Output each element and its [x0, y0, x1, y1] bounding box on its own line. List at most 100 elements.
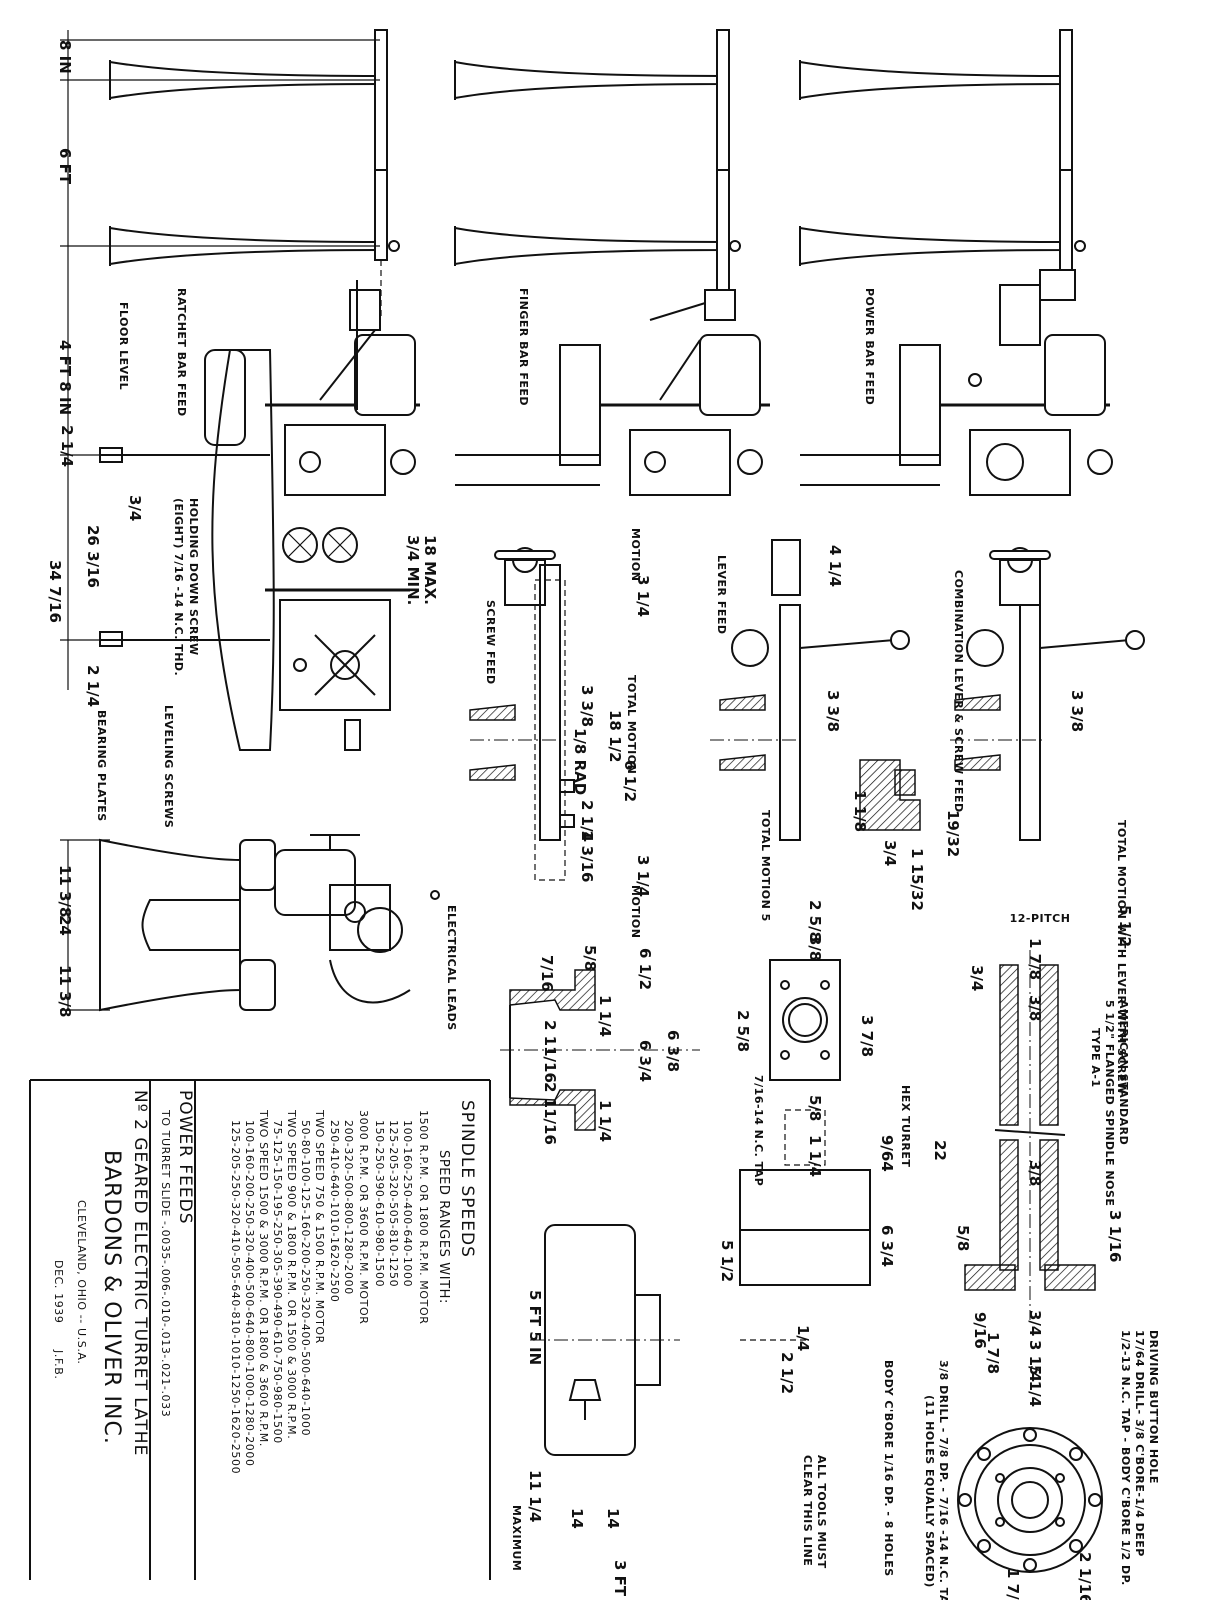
lathe-plan-view-ratchet	[99, 280, 420, 751]
dim-1-1-4-c: 1 1/4	[806, 1135, 824, 1177]
dim-3ft: 3 FT	[611, 1560, 629, 1597]
spindle-speeds-heading: SPINDLE SPEEDS	[457, 1100, 477, 1258]
dim-5-8-b: 5/8	[806, 1095, 824, 1121]
bearing-plates-label: BEARING PLATES	[95, 710, 108, 822]
dim-6-3-4-b: 6 3/4	[878, 1225, 896, 1267]
speed-line: 250-410-640-1010-1620-2500	[328, 1120, 341, 1302]
dim-1-4: 1/4	[794, 1325, 812, 1351]
lathe-plan-view-finger	[455, 289, 770, 496]
total-motion-lever-screw-label: TOTAL MOTION WITH LEVER WITH SCREW	[1115, 820, 1128, 1095]
company-name: BARDONS & OLIVER INC.	[99, 1150, 124, 1445]
power-feeds-heading: POWER FEEDS	[175, 1090, 195, 1225]
dim-3-1-16: 3 1/16	[1106, 1210, 1124, 1262]
dim-8in: 8 IN	[56, 40, 74, 74]
dim-5-1-2-total-motion: 5 1/2	[1116, 905, 1134, 947]
dim-6-3-4: 6 3/4	[636, 1040, 654, 1082]
dim-1-15-32: 1 15/32	[908, 848, 926, 911]
dim-5-1-2: 5 1/2	[718, 1240, 736, 1282]
dim-3-1-4-e: 3 1/4	[1026, 1340, 1044, 1382]
speed-line: 100-160-200-250-320-400-500-640-800-1000…	[243, 1120, 256, 1467]
title-block-text: POWER FEEDS TO TURRET SLIDE -.0035-.006-…	[52, 1090, 195, 1456]
dim-11-1-4: 11 1/4	[526, 1470, 544, 1522]
lathe-end-view	[99, 834, 440, 1012]
dim-7-16: 7/16	[538, 955, 556, 992]
dim-2-1-16: 2 1/16	[1076, 1552, 1094, 1600]
bed-bottom-view	[530, 1224, 680, 1456]
dim-1-3-16: 1 3/16	[578, 830, 596, 882]
dim-3-4: 3/4	[126, 495, 144, 521]
dim-9-64: 9/64	[878, 1135, 896, 1172]
company-location: CLEVELAND, OHIO -- U.S.A.	[75, 1200, 88, 1364]
dim-3-4-c: 3/4	[968, 965, 986, 991]
speed-line: TWO SPEED 750 & 1500 R.P.M. MOTOR	[313, 1109, 326, 1344]
dim-3-3-8-c: 3 3/8	[1068, 690, 1086, 732]
dim-1-1-4-b: 1 1/4	[596, 1100, 614, 1142]
spindle-nose-standard: AMERICAN STANDARD	[1117, 1000, 1130, 1145]
lever-feed-label: LEVER FEED	[715, 555, 728, 635]
dim-1-7-8: 1 7/8	[1026, 938, 1044, 980]
dim-19-32: 19/32	[944, 810, 962, 857]
dim-11-3-8-b: 11 3/8	[56, 965, 74, 1017]
dim-rad: 1/8 RAD	[571, 728, 589, 795]
dim-3-8-a: 3/8	[806, 935, 824, 961]
speed-line: 1500 R.P.M. OR 1800 R.P.M. MOTOR	[417, 1110, 430, 1324]
dim-6ft: 6 FT	[56, 148, 74, 185]
dim-3-4-d: 3/4	[1026, 1310, 1044, 1336]
dim-3-1-4-top: 3 1/4	[634, 575, 652, 617]
dim-3-8-b: 3/8	[1026, 995, 1044, 1021]
lever-feed-section	[710, 539, 910, 841]
product-name: Nº 2 GEARED ELECTRIC TURRET LATHE	[130, 1090, 150, 1456]
dim-18-1-2: 18 1/2	[606, 710, 624, 762]
dim-5-8: 5/8	[581, 945, 599, 971]
spindle-nose-section	[964, 950, 1096, 1320]
total-motion-5-label: TOTAL MOTION 5	[759, 810, 772, 922]
dim-1-1-8: 1 1/8	[851, 790, 869, 832]
speed-line: 50-80-100-125-160-200-250-320-400-500-64…	[299, 1120, 312, 1436]
dim-6-1-2: 6 1/2	[621, 760, 639, 802]
power-bar-feed-label: POWER BAR FEED	[863, 288, 876, 405]
dim-5ft5in: 5 FT 5 IN	[526, 1290, 544, 1365]
speed-line: 200-320-500-800-1280-2000	[342, 1120, 355, 1295]
drill-note-3: 3/8 DRILL - 7/8 DP. - 7/16 -14 N.C. TAP …	[937, 1360, 950, 1600]
drill-note-4: (11 HOLES EQUALLY SPACED)	[923, 1395, 936, 1588]
speed-line: TWO SPEED 1500 & 3000 R.P.M. OR 1800 & 3…	[257, 1109, 270, 1447]
spindle-speeds-subheading: SPEED RANGES WITH:	[436, 1150, 451, 1304]
holding-down-screw-label: HOLDING DOWN SCREW	[187, 498, 200, 656]
dim-3-3-8-b: 3 3/8	[824, 690, 842, 732]
dim-1-1-4-a: 1 1/4	[596, 995, 614, 1037]
dim-4-1-4: 4 1/4	[826, 545, 844, 587]
twelve-pitch-label: 12-PITCH	[1010, 912, 1071, 925]
dim-2-5-8-b: 2 5/8	[734, 1010, 752, 1052]
spindle-nose-size: 5 1/2" FLANGED SPINDLE NOSE	[1103, 1000, 1116, 1206]
spindle-nose-type: TYPE A-1	[1089, 1028, 1102, 1088]
driving-button-hole-label: DRIVING BUTTON HOLE	[1147, 1330, 1160, 1484]
dim-2-1-4-a: 2 1/4	[58, 425, 76, 467]
tap-note: 7/16-14 N.C. TAP	[752, 1075, 765, 1186]
dim-26-3-16: 26 3/16	[84, 525, 102, 588]
hex-turret-view	[739, 959, 871, 1341]
clear-line-note: CLEAR THIS LINE	[801, 1455, 814, 1566]
ratchet-bar-feed-label: RATCHET BAR FEED	[175, 288, 188, 417]
dim-6-3-8: 6 3/8	[664, 1030, 682, 1072]
speed-line: 3000 R.P.M. OR 3600 R.P.M. MOTOR	[357, 1110, 370, 1324]
combination-feed-section	[950, 547, 1145, 841]
bar-stock-power	[799, 29, 1086, 291]
hex-turret-label: HEX TURRET	[899, 1085, 912, 1167]
total-motion-label: TOTAL MOTION	[625, 675, 638, 774]
feed-labels: RATCHET BAR FEED FINGER BAR FEED POWER B…	[95, 288, 1160, 1600]
drafter-initials: J.F.B.	[52, 1349, 65, 1379]
title-block	[29, 1079, 491, 1580]
speed-line: 75-125-150-195-250-305-390-490-610-750-9…	[271, 1120, 284, 1444]
floor-level-label: FLOOR LEVEL	[117, 302, 130, 390]
t-slot-detail	[859, 759, 921, 831]
dim-9-16: 9/16	[971, 1312, 989, 1349]
all-tools-note: ALL TOOLS MUST	[815, 1455, 828, 1569]
power-feeds-values: TO TURRET SLIDE -.0035-.006-.010-.013-.0…	[159, 1109, 172, 1417]
bar-stock-ratchet	[109, 29, 400, 320]
bar-stock-finger	[454, 29, 741, 291]
dim-2-1-4-b: 2 1/4	[84, 665, 102, 707]
electrical-leads-label: ELECTRICAL LEADS	[445, 905, 458, 1031]
dim-1-7-8-b: 1 7/8	[984, 1332, 1002, 1374]
